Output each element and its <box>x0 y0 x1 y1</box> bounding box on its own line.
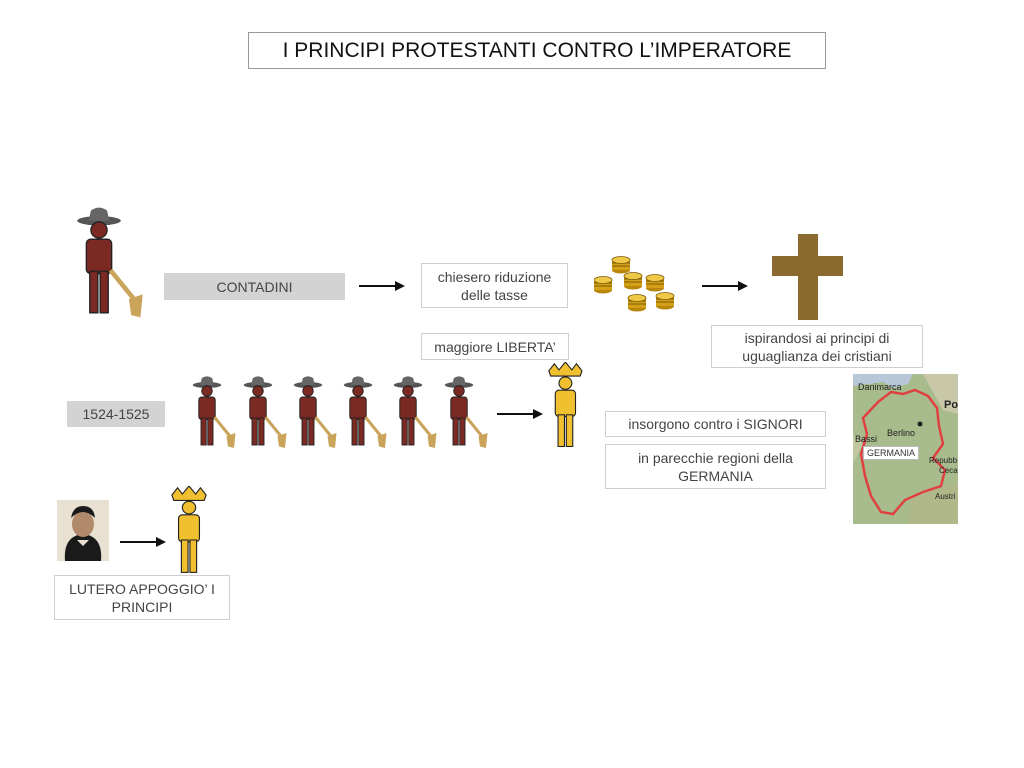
page-title: I PRINCIPI PROTESTANTI CONTRO L’IMPERATO… <box>248 32 826 69</box>
map-label-po: Po <box>944 399 958 411</box>
contadini-label: CONTADINI <box>164 273 345 300</box>
map-label-ceca: Ceca <box>939 466 958 475</box>
prince-icon <box>170 486 210 574</box>
map-label-austria: Austri <box>935 492 955 501</box>
peasants-group-icon <box>192 376 502 452</box>
insorgono-box: insorgono contro i SIGNORI <box>605 411 826 437</box>
map-label-danimarca: Danimarca <box>858 382 902 392</box>
luther-portrait-icon <box>57 500 109 561</box>
coins-icon <box>594 256 684 318</box>
arrow-icon <box>702 280 752 292</box>
chiesero-box: chiesero riduzione delle tasse <box>421 263 568 308</box>
map-label-bassi: Bassi <box>855 434 877 444</box>
map-label-germania: GERMANIA <box>863 446 919 460</box>
regioni-box: in parecchie regioni della GERMANIA <box>605 444 826 489</box>
years-label: 1524-1525 <box>67 401 165 427</box>
arrow-icon <box>497 408 547 420</box>
lutero-box: LUTERO APPOGGIO’ I PRINCIPI <box>54 575 230 620</box>
map-label-berlino: Berlino <box>887 428 915 438</box>
germany-map-icon: Danimarca Po Bassi Berlino GERMANIA Repu… <box>853 374 958 524</box>
ispirandosi-box: ispirandosi ai principi di uguaglianza d… <box>711 325 923 368</box>
arrow-icon <box>359 280 409 292</box>
arrow-icon <box>120 536 170 548</box>
peasant-icon <box>72 205 152 325</box>
map-label-repubblica: Repubb <box>929 456 957 465</box>
liberta-box: maggiore LIBERTA’ <box>421 333 569 360</box>
prince-icon <box>546 362 586 448</box>
cross-icon <box>772 234 844 322</box>
